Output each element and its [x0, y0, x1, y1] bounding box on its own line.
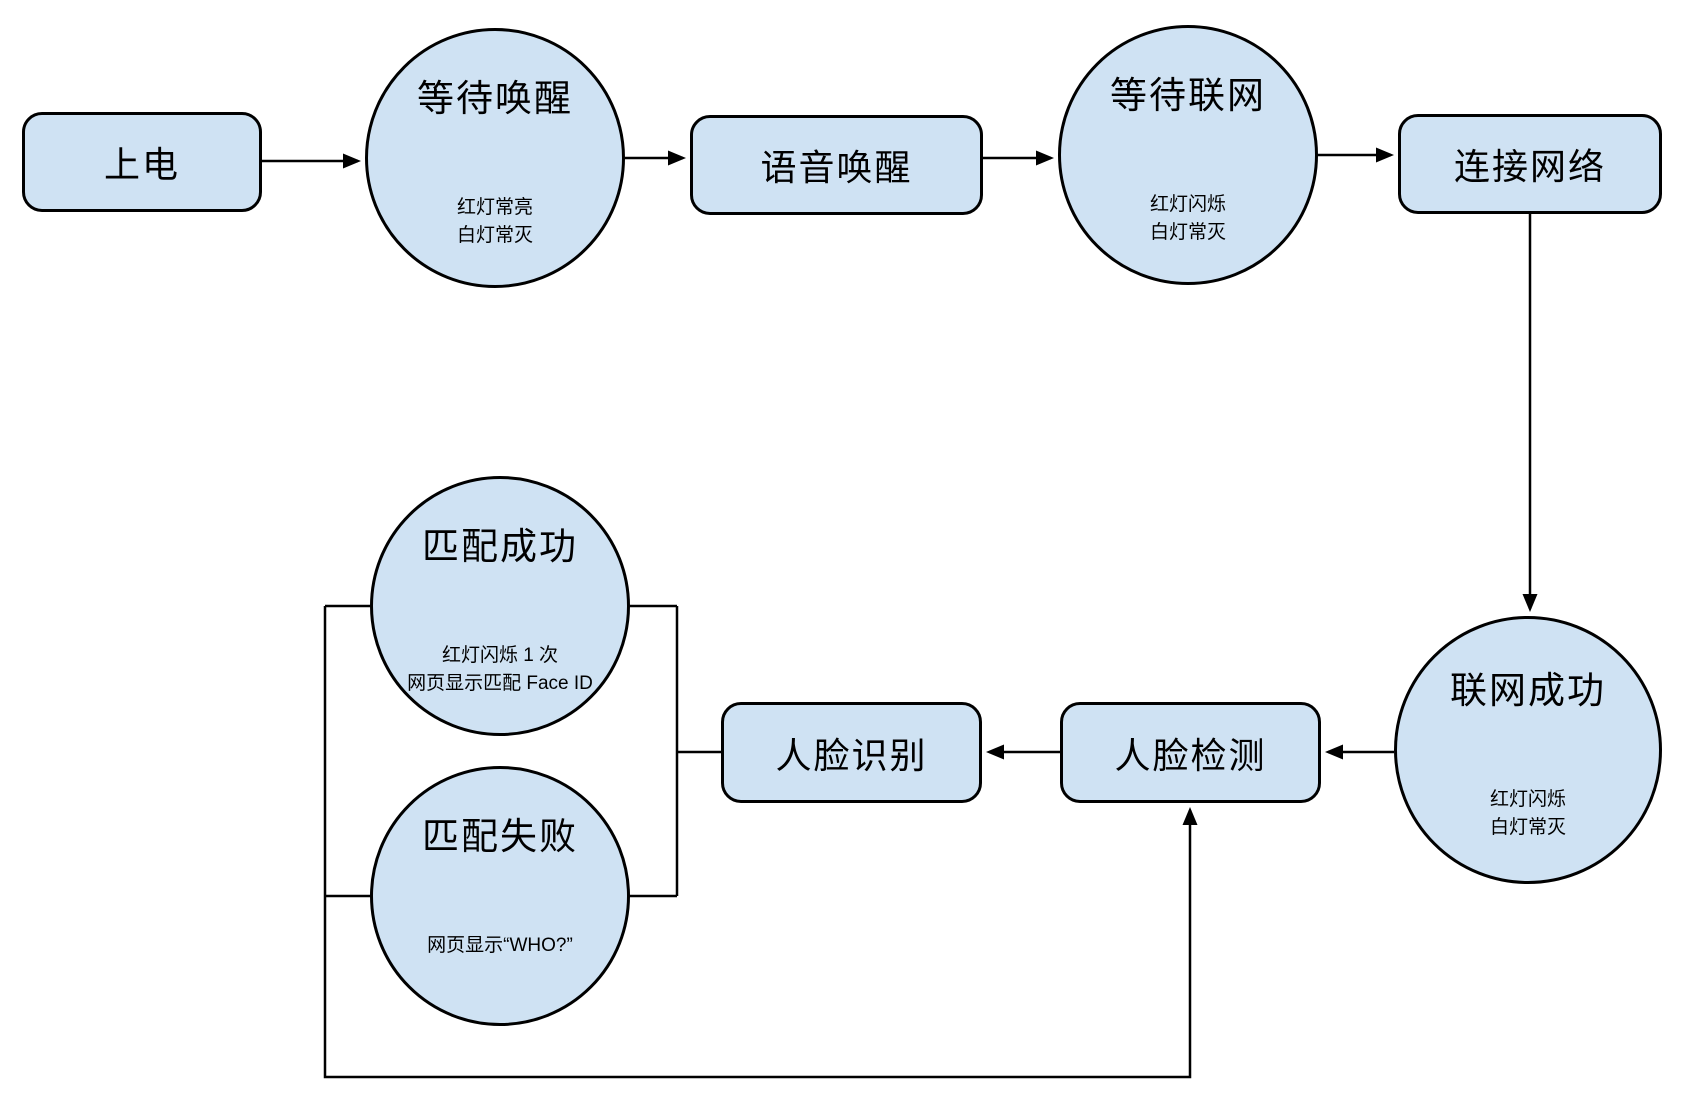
node-match-fail-label: 匹配失败	[422, 816, 578, 857]
node-match-fail-notes: 网页显示“WHO?”	[373, 932, 627, 960]
note-line: 红灯闪烁 1 次	[441, 645, 559, 666]
node-face-detect: 人脸检测	[1060, 702, 1321, 803]
note-line: 红灯闪烁	[1149, 194, 1226, 215]
connector-loopback-to-facedetect	[323, 606, 1198, 1079]
node-wait-network-label: 等待联网	[1110, 75, 1266, 116]
note-line: 网页显示“WHO?”	[427, 935, 573, 956]
node-voice-wake: 语音唤醒	[690, 115, 983, 215]
note-line: 白灯常灭	[1489, 817, 1566, 838]
node-face-recognize: 人脸识别	[721, 702, 982, 803]
node-face-detect-label: 人脸检测	[1114, 734, 1267, 776]
note-line: 网页显示匹配 Face ID	[407, 673, 593, 694]
node-network-success-notes: 红灯闪烁 白灯常灭	[1397, 786, 1659, 842]
node-face-recognize-label: 人脸识别	[775, 734, 928, 776]
node-connect-network-label: 连接网络	[1453, 146, 1606, 187]
node-wait-network-notes: 红灯闪烁 白灯常灭	[1061, 191, 1315, 247]
node-power-on-label: 上电	[103, 144, 180, 185]
node-wait-wake: 等待唤醒 红灯常亮 白灯常灭	[365, 28, 625, 288]
note-line: 白灯常灭	[456, 225, 533, 246]
node-wait-wake-notes: 红灯常亮 白灯常灭	[368, 194, 622, 250]
node-network-success-label: 联网成功	[1450, 670, 1606, 711]
node-voice-wake-label: 语音唤醒	[760, 147, 913, 188]
note-line: 红灯常亮	[456, 197, 533, 218]
node-match-fail: 匹配失败 网页显示“WHO?”	[370, 766, 630, 1026]
node-connect-network: 连接网络	[1398, 114, 1662, 214]
node-wait-network: 等待联网 红灯闪烁 白灯常灭	[1058, 25, 1318, 285]
node-network-success: 联网成功 红灯闪烁 白灯常灭	[1394, 616, 1662, 884]
node-match-success: 匹配成功 红灯闪烁 1 次 网页显示匹配 Face ID	[370, 476, 630, 736]
node-match-success-label: 匹配成功	[422, 526, 578, 567]
note-line: 白灯常灭	[1149, 222, 1226, 243]
note-line: 红灯闪烁	[1489, 789, 1566, 810]
node-match-success-notes: 红灯闪烁 1 次 网页显示匹配 Face ID	[373, 642, 627, 698]
node-wait-wake-label: 等待唤醒	[417, 78, 573, 119]
node-power-on: 上电	[22, 112, 262, 212]
